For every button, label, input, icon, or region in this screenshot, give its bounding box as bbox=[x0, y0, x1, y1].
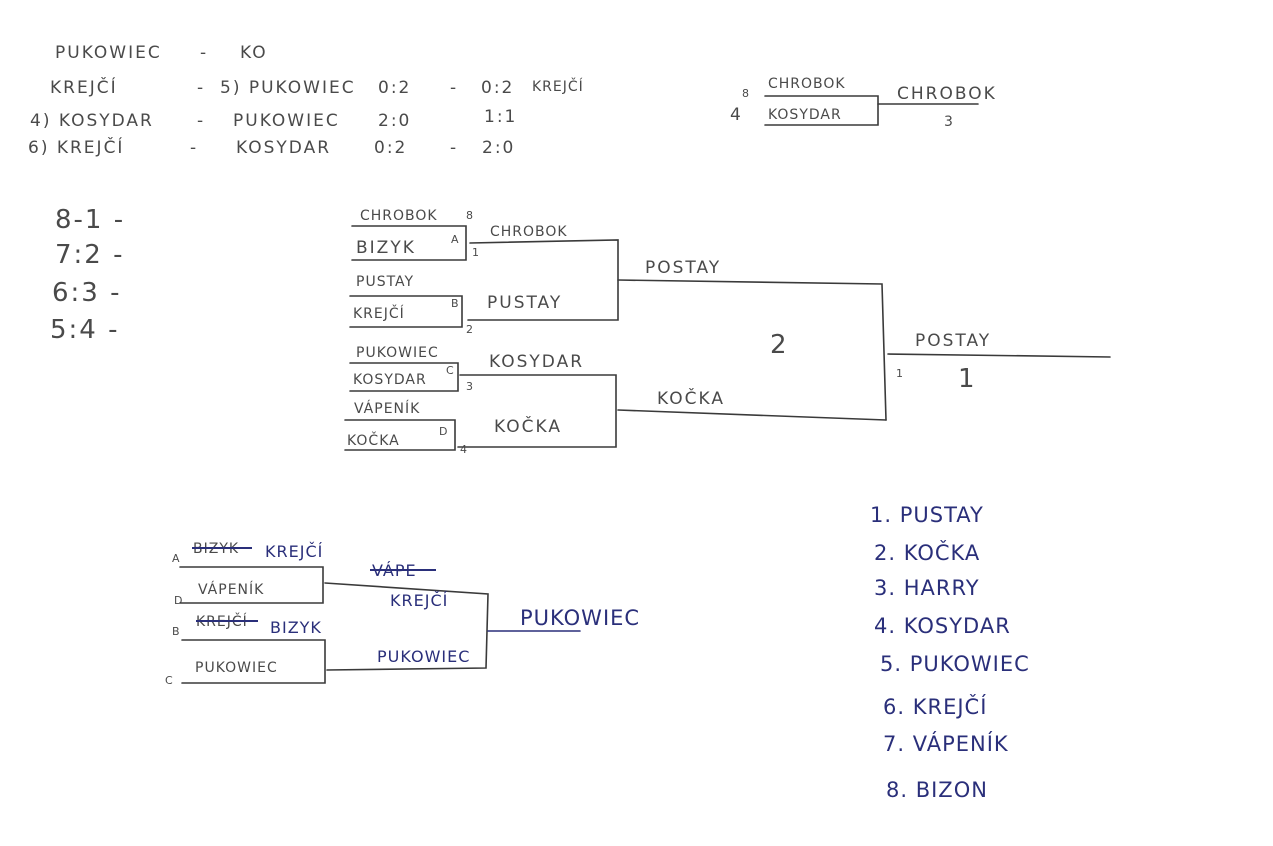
final-standings: 1. PUSTAY 2. KOČKA 3. HARRY 4. KOSYDAR 5… bbox=[870, 503, 1030, 802]
standing-row: 4. KOSYDAR bbox=[874, 614, 1011, 638]
seed-pair: 7:2 - bbox=[55, 240, 125, 270]
match-3-player-a: 4) KOSYDAR bbox=[30, 111, 154, 131]
runner-up-rank: 2 bbox=[770, 330, 789, 360]
match-1-dash: - bbox=[200, 43, 208, 63]
pair-c-top: PUKOWIEC bbox=[356, 345, 439, 361]
match-4-score-1: 0:2 bbox=[374, 138, 407, 158]
pair-d-bottom: KOČKA bbox=[347, 431, 400, 449]
pair-b-top: PUSTAY bbox=[356, 274, 414, 290]
standing-row: 3. HARRY bbox=[874, 576, 980, 600]
cons-d-letter: D bbox=[174, 594, 182, 607]
cons-d-name: VÁPENÍK bbox=[198, 581, 264, 598]
match-2-player-b: 5) PUKOWIEC bbox=[220, 78, 356, 98]
pair-d-letter: D bbox=[439, 425, 447, 438]
match-3-player-b: PUKOWIEC bbox=[233, 111, 340, 131]
pair-a-top-mark: 8 bbox=[466, 209, 473, 222]
pair-a-num: 1 bbox=[472, 246, 479, 259]
cons-final-box bbox=[324, 582, 489, 671]
cons-pair-2-box bbox=[181, 639, 326, 684]
match-2-player-a: KREJČÍ bbox=[50, 76, 118, 98]
standing-row: 7. VÁPENÍK bbox=[883, 731, 1009, 756]
standing-row: 1. PUSTAY bbox=[870, 503, 984, 527]
third-place-bottom: KOSYDAR bbox=[768, 107, 842, 123]
match-4-dash: - bbox=[190, 138, 198, 158]
champion-line bbox=[887, 353, 1111, 358]
match-1-player-b: KO bbox=[240, 43, 268, 63]
match-results: PUKOWIEC - KO KREJČÍ - 5) PUKOWIEC 0:2 -… bbox=[28, 43, 584, 158]
match-2-score-1: 0:2 bbox=[378, 78, 411, 98]
cons-c-name: PUKOWIEC bbox=[195, 660, 278, 676]
cons-a-letter: A bbox=[172, 552, 180, 565]
pair-c-winner: KOSYDAR bbox=[489, 352, 584, 372]
pair-d-winner: KOČKA bbox=[494, 415, 562, 437]
cons-c-letter: C bbox=[165, 674, 173, 687]
semi-1-winner: POSTAY bbox=[645, 258, 721, 278]
cons-a-name: KREJČÍ bbox=[265, 542, 323, 561]
match-4-dash-2: - bbox=[450, 138, 458, 158]
pair-a-top: CHROBOK bbox=[360, 208, 438, 224]
champion-name: POSTAY bbox=[915, 331, 991, 351]
third-place-winner: CHROBOK bbox=[897, 84, 997, 104]
cons-semi-2: PUKOWIEC bbox=[377, 647, 470, 666]
cons-pair-1-box bbox=[179, 566, 324, 604]
match-4-score-2: 2:0 bbox=[482, 138, 515, 158]
seed-pair: 8-1 - bbox=[55, 205, 125, 235]
pair-d-box bbox=[344, 419, 456, 451]
pair-c-num: 3 bbox=[466, 380, 473, 393]
pair-b-winner: PUSTAY bbox=[487, 293, 562, 313]
champion-rank: 1 bbox=[958, 364, 977, 394]
cons-b-name: BIZYK bbox=[270, 618, 322, 637]
pair-c-box bbox=[349, 362, 459, 392]
pair-d-top: VÁPENÍK bbox=[354, 400, 420, 417]
pair-a-winner: CHROBOK bbox=[490, 224, 568, 240]
pair-b-box bbox=[349, 295, 463, 328]
match-1-player-a: PUKOWIEC bbox=[55, 43, 162, 63]
cons-winner: PUKOWIEC bbox=[520, 606, 640, 630]
consolation-bracket: A BIZYK KREJČÍ D VÁPENÍK B KREJČÍ BIZYK … bbox=[165, 541, 640, 687]
match-3-score-2: 1:1 bbox=[484, 107, 517, 127]
pair-a-box bbox=[351, 225, 467, 261]
third-place-bottom-mark: 4 bbox=[730, 105, 743, 125]
pair-c-bottom: KOSYDAR bbox=[353, 372, 427, 388]
match-3-dash: - bbox=[197, 111, 205, 131]
main-bracket: CHROBOK 8 BIZYK A 1 CHROBOK PUSTAY KREJČ… bbox=[344, 208, 1111, 456]
pair-c-letter: C bbox=[446, 364, 454, 377]
third-place-bracket-line bbox=[764, 95, 879, 126]
match-4-player-b: KOSYDAR bbox=[236, 138, 331, 158]
standing-row: 8. BIZON bbox=[886, 778, 988, 802]
standing-row: 6. KREJČÍ bbox=[883, 694, 987, 719]
seed-pair: 5:4 - bbox=[50, 315, 120, 345]
pair-a-letter: A bbox=[451, 233, 459, 246]
semi-2-line bbox=[457, 374, 617, 448]
standing-row: 5. PUKOWIEC bbox=[880, 652, 1030, 676]
pair-b-letter: B bbox=[451, 297, 459, 310]
third-place-bracket: 8 CHROBOK 4 KOSYDAR CHROBOK 3 bbox=[730, 76, 997, 130]
final-bracket-line bbox=[617, 279, 887, 421]
match-4-player-a: 6) KREJČÍ bbox=[28, 136, 124, 158]
match-2-player-c: KREJČÍ bbox=[532, 77, 584, 95]
pair-a-bottom: BIZYK bbox=[356, 238, 416, 258]
semi-2-winner: KOČKA bbox=[657, 387, 725, 409]
match-2-score-2: 0:2 bbox=[481, 78, 514, 98]
seed-pairings: 8-1 - 7:2 - 6:3 - 5:4 - bbox=[50, 205, 125, 345]
match-2-dash: - bbox=[197, 78, 205, 98]
match-3-score-1: 2:0 bbox=[378, 111, 411, 131]
seed-pair: 6:3 - bbox=[52, 278, 122, 308]
pair-b-num: 2 bbox=[466, 323, 473, 336]
champion-mark: 1 bbox=[896, 367, 903, 380]
standing-row: 2. KOČKA bbox=[874, 540, 980, 565]
semi-2-to-final-line bbox=[617, 409, 887, 421]
third-place-rank: 3 bbox=[944, 114, 954, 130]
cons-semi-1: KREJČÍ bbox=[390, 591, 448, 610]
cons-b-letter: B bbox=[172, 625, 180, 638]
third-place-top-mark: 8 bbox=[742, 87, 749, 100]
match-2-dash-2: - bbox=[450, 78, 458, 98]
pair-b-bottom: KREJČÍ bbox=[353, 304, 405, 322]
third-place-top: CHROBOK bbox=[768, 76, 846, 92]
pair-d-num: 4 bbox=[460, 443, 467, 456]
